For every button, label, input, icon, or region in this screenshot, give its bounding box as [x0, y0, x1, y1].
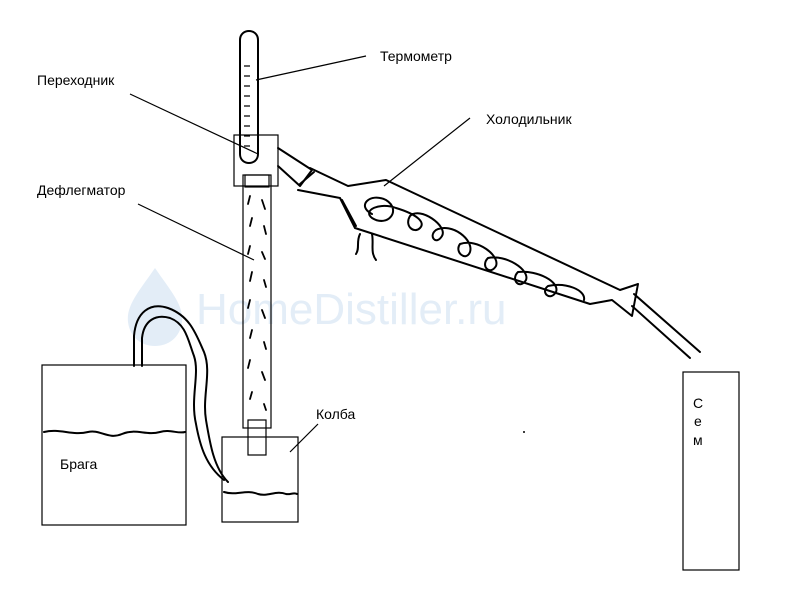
receiver-container — [682, 371, 740, 571]
receiver-letter-1: С — [693, 395, 703, 411]
receiver-letter-2: е — [694, 413, 702, 429]
leader-lines — [129, 55, 471, 453]
dephlegmator-column — [242, 174, 272, 429]
condenser — [297, 167, 701, 359]
watermark-text: HomeDistiller.ru — [196, 285, 507, 334]
leader-thermometer — [255, 55, 367, 81]
feed-tube — [133, 305, 229, 483]
label-adapter: Переходник — [37, 72, 115, 88]
mash-container — [41, 364, 187, 526]
stray-dot — [523, 431, 525, 433]
thermometer — [239, 30, 259, 164]
label-flask: Колба — [316, 406, 356, 422]
flask — [221, 419, 299, 523]
watermark: HomeDistiller.ru — [127, 268, 507, 346]
label-thermometer: Термометр — [380, 48, 452, 64]
leader-condenser — [383, 117, 471, 187]
label-dephlegmator: Дефлегматор — [37, 182, 126, 198]
label-mash: Брага — [60, 456, 98, 472]
adapter — [233, 134, 315, 187]
leader-flask — [289, 423, 319, 453]
receiver-letter-3: м — [693, 432, 703, 448]
leader-adapter — [129, 93, 259, 155]
label-condenser: Холодильник — [486, 111, 572, 127]
leader-dephlegmator — [137, 203, 255, 261]
